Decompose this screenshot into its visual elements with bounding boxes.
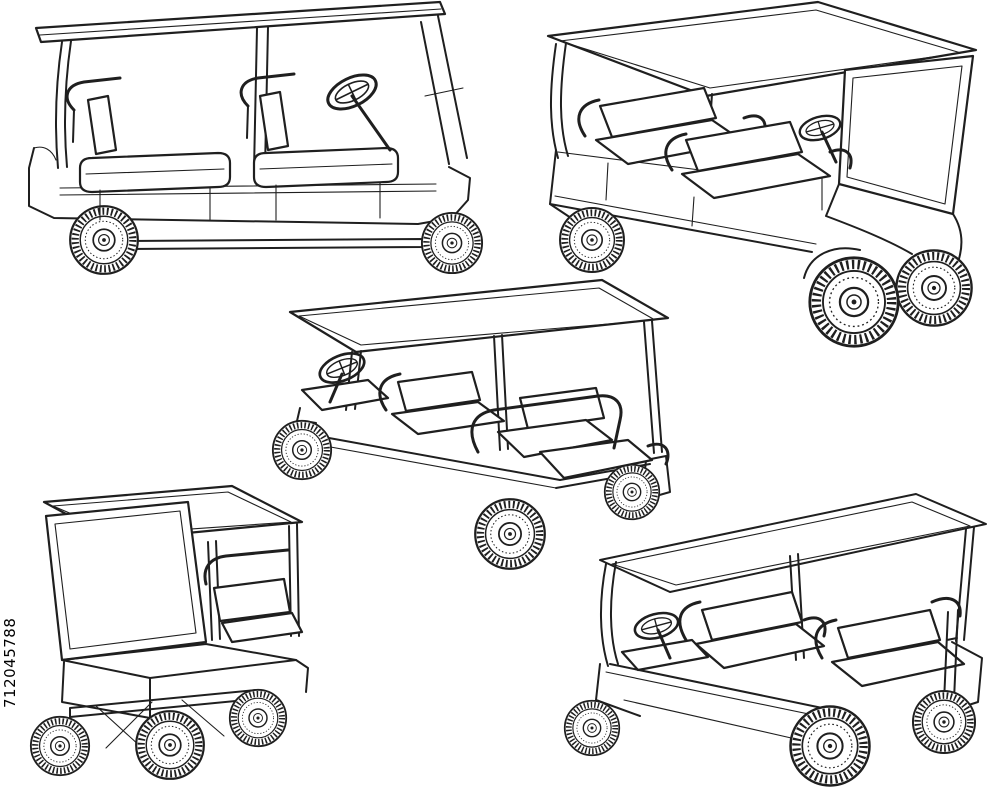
steering-wheel — [630, 607, 683, 645]
wheel — [560, 208, 624, 272]
wheel — [605, 465, 660, 520]
wheel — [70, 206, 138, 274]
roof — [34, 0, 447, 44]
steering-column — [656, 628, 672, 660]
golf-cart-back-view — [31, 484, 309, 779]
wheel — [31, 717, 89, 775]
rear-rack — [930, 597, 962, 703]
roof-frame — [599, 493, 987, 593]
wheel — [422, 213, 482, 273]
rear-frame — [61, 643, 309, 749]
driver-seat — [378, 370, 506, 436]
rear-bench-seat — [814, 608, 966, 688]
wheel — [913, 691, 975, 753]
front-bench-seat — [239, 72, 400, 221]
steering-column — [820, 130, 838, 164]
windshield-frame — [420, 15, 468, 165]
windshield — [44, 500, 208, 662]
wheel — [230, 690, 286, 746]
rear-facing-seat — [470, 386, 670, 480]
roof — [288, 278, 670, 354]
windshield — [837, 54, 975, 216]
wheel — [791, 707, 870, 786]
seat — [203, 548, 304, 644]
steering-column — [328, 372, 344, 404]
wheel — [475, 499, 545, 569]
golf-cart-front-three-quarter-view — [546, 0, 978, 346]
wheel — [896, 250, 971, 325]
wheel — [565, 701, 620, 756]
body — [595, 638, 983, 741]
stock-asset-id-watermark: 712045788 — [1, 617, 19, 708]
golf-cart-side-view — [28, 0, 482, 274]
roof — [546, 0, 978, 98]
golf-cart-rear-three-quarter-view — [273, 278, 671, 569]
steering-wheel — [320, 66, 384, 118]
wheel — [136, 711, 204, 779]
rear-bench-seat — [65, 76, 232, 221]
front-bench-seat — [678, 590, 827, 670]
wheel — [273, 421, 331, 479]
golf-cart-rear-left-view — [565, 493, 987, 786]
rear-bench-seat — [664, 120, 853, 227]
wheel — [810, 258, 898, 346]
steering-wheel — [795, 110, 845, 146]
roof-pillars — [54, 26, 269, 171]
